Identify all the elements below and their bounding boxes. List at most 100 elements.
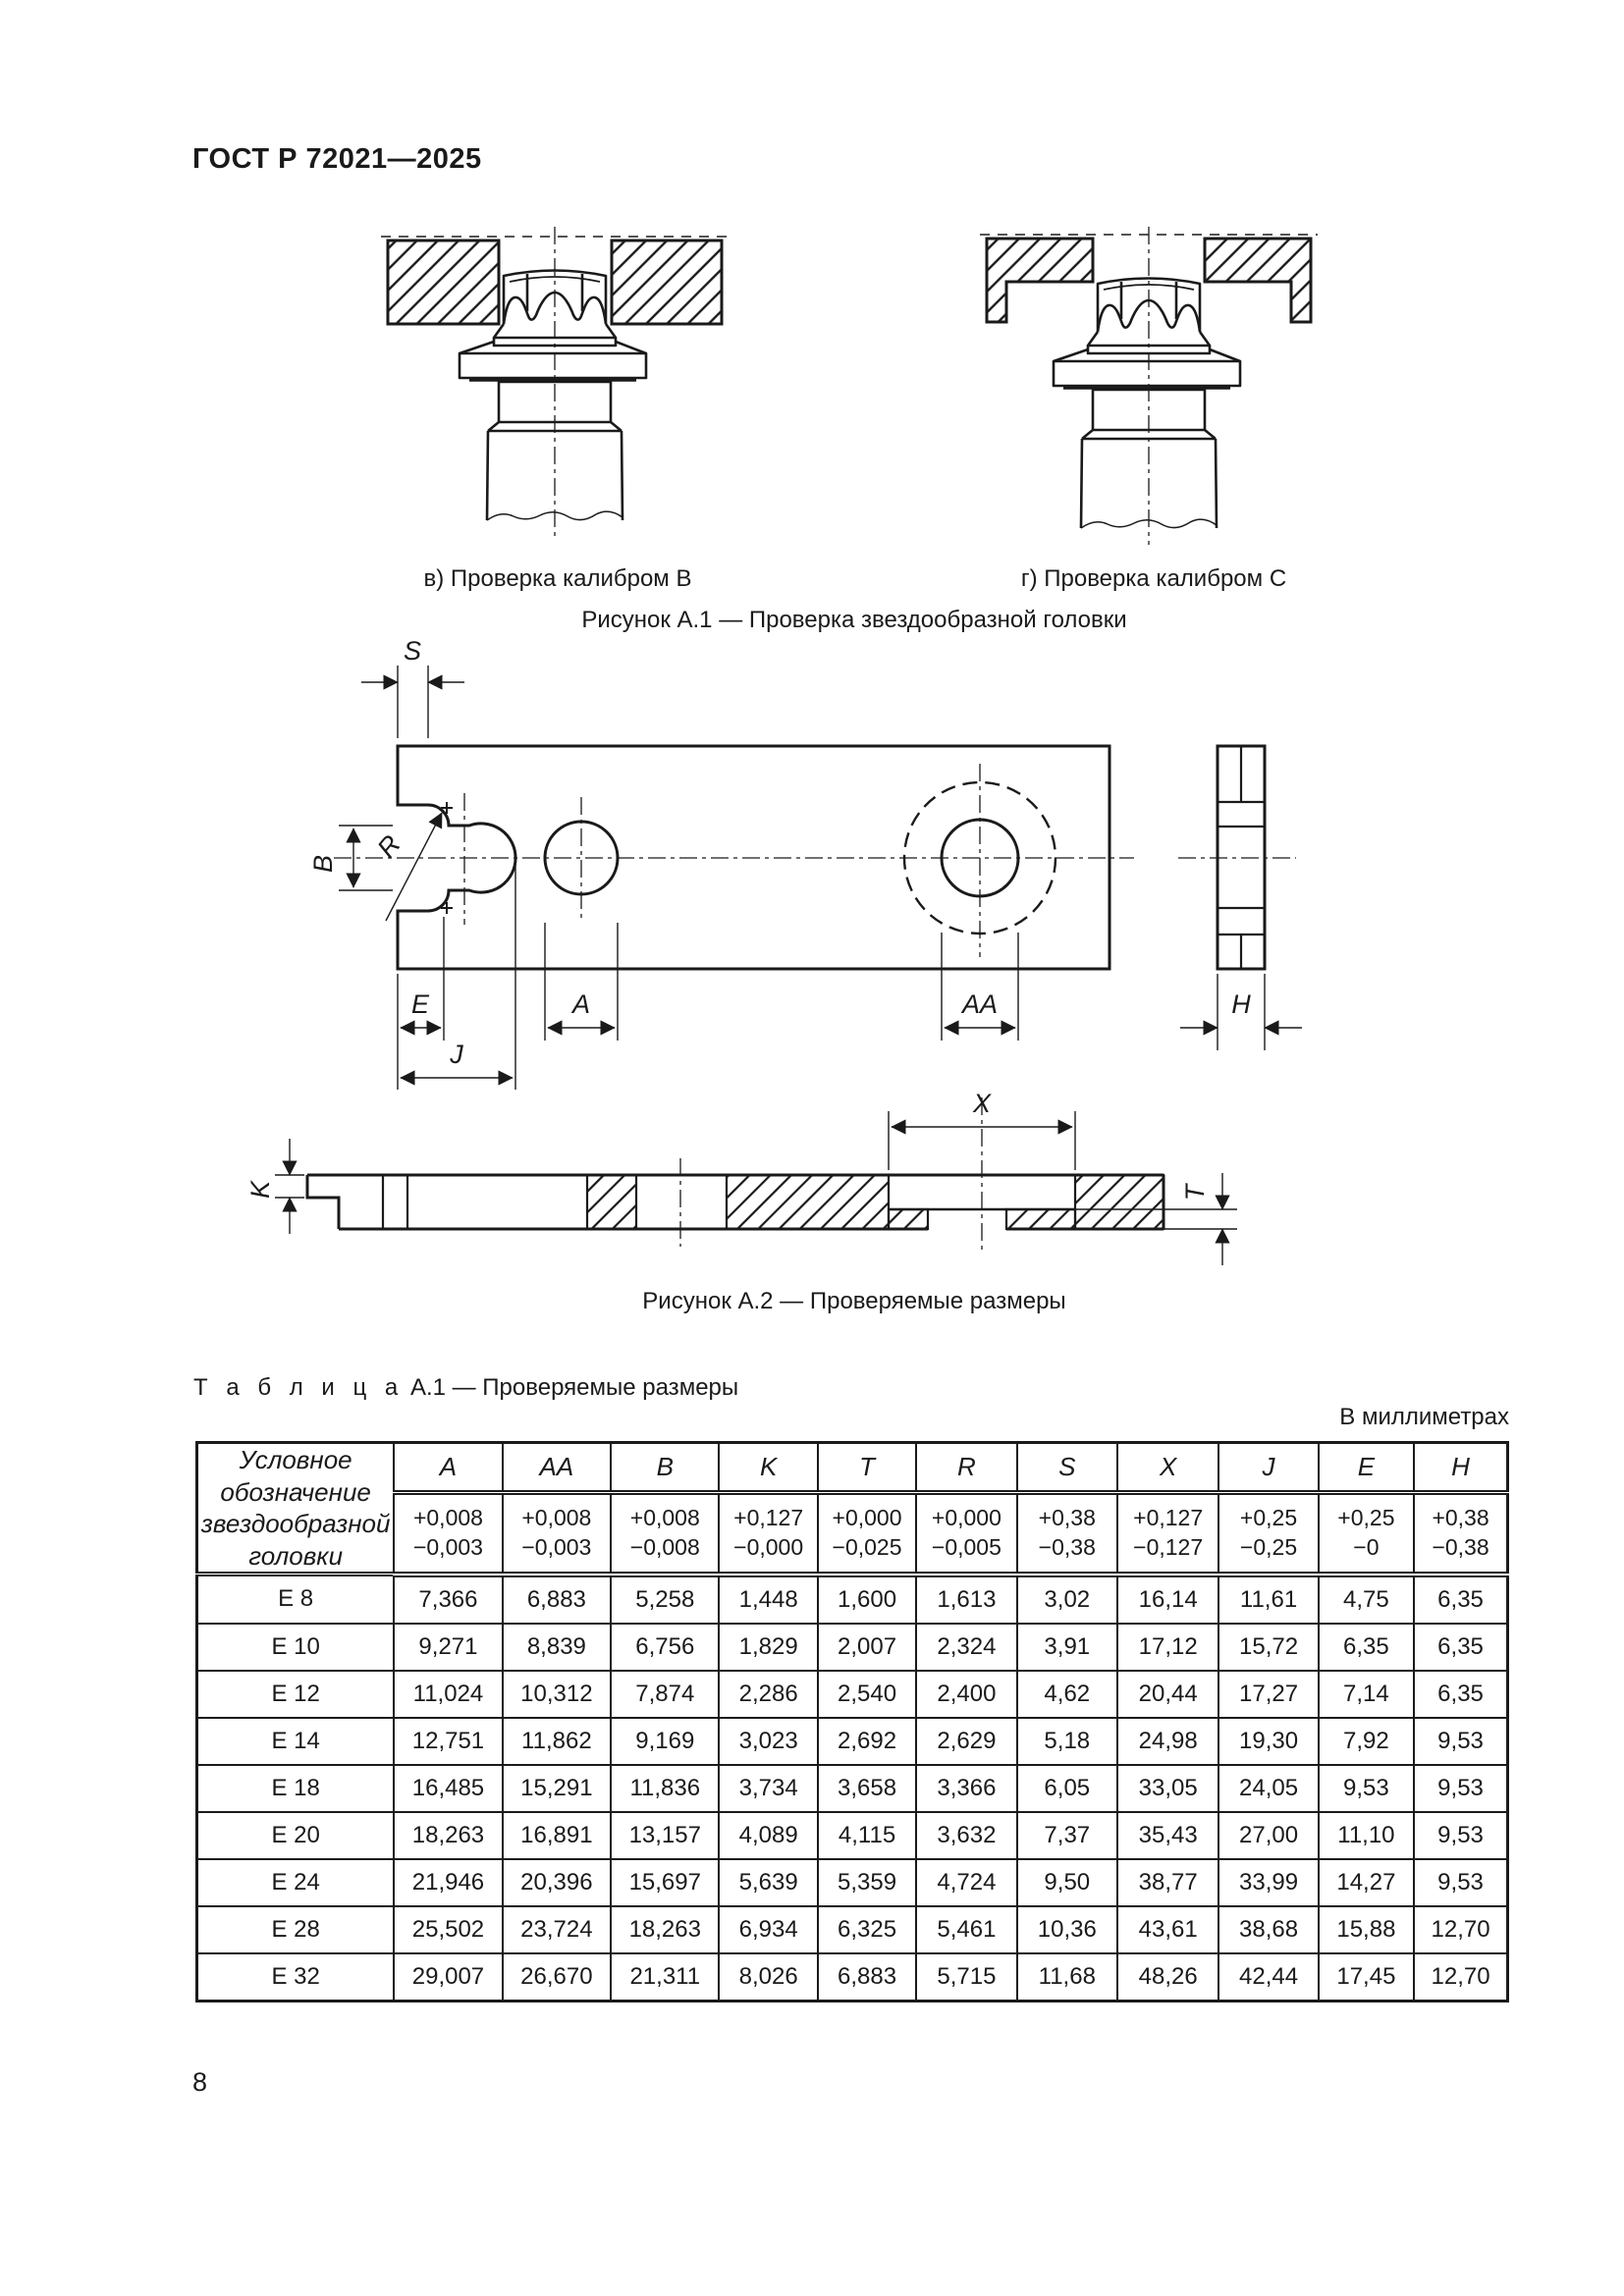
tolerance-minus: −0,025 — [832, 1533, 902, 1560]
value-cell: 1,600 — [816, 1573, 918, 1625]
value-cell: 15,88 — [1317, 1904, 1416, 1954]
stub-header-cell: Условное обозначение звездообразной голо… — [195, 1441, 396, 1576]
col-letter-cell: X — [1115, 1441, 1220, 1495]
tolerance-minus: −0,38 — [1038, 1533, 1096, 1560]
tolerance-plus: +0,008 — [629, 1504, 700, 1530]
col-letter-cell: AA — [501, 1441, 613, 1495]
value-cell: 7,14 — [1317, 1669, 1416, 1719]
page-number: 8 — [192, 2067, 208, 2097]
value-cell: 6,35 — [1317, 1622, 1416, 1672]
value-cell: 11,836 — [610, 1763, 721, 1813]
value-cell: 5,461 — [915, 1904, 1018, 1954]
col-letter-cell: T — [816, 1441, 918, 1495]
value-cell: 6,35 — [1413, 1573, 1509, 1625]
col-tolerance-cell: +0,000−0,005 — [915, 1491, 1018, 1577]
figure-a2-drawing: S B R E J A AA H X K T — [245, 636, 1302, 1265]
value-cell: 38,68 — [1218, 1904, 1320, 1954]
value-cell: 23,724 — [501, 1904, 613, 1954]
dim-label-a: A — [570, 989, 590, 1019]
value-cell: 5,359 — [816, 1857, 918, 1907]
value-cell: 6,35 — [1413, 1669, 1509, 1719]
col-tolerance-cell: +0,38 −0,38 — [1015, 1491, 1118, 1577]
row-designation: E 10 — [195, 1622, 396, 1672]
col-tolerance-cell: +0,008−0,003 — [501, 1491, 613, 1577]
value-cell: 4,724 — [915, 1857, 1018, 1907]
value-cell: 6,325 — [816, 1904, 918, 1954]
value-cell: 25,502 — [393, 1904, 504, 1954]
col-tolerance-cell: +0,008−0,003 — [393, 1491, 504, 1577]
value-cell: 2,007 — [816, 1622, 918, 1672]
value-cell: 9,169 — [610, 1716, 721, 1766]
caption-gauge-c: г) Проверка калибром С — [1020, 565, 1287, 592]
value-cell: 17,45 — [1317, 1951, 1416, 2002]
doc-header: ГОСТ Р 72021—2025 — [192, 143, 482, 175]
tolerance-minus: −0,008 — [629, 1533, 700, 1560]
col-tolerance-cell: +0,127 −0,000 — [718, 1491, 819, 1577]
col-tolerance-cell: +0,008 −0,008 — [610, 1491, 721, 1577]
value-cell: 14,27 — [1317, 1857, 1416, 1907]
value-cell: 7,874 — [610, 1669, 721, 1719]
value-cell: 2,400 — [915, 1669, 1018, 1719]
value-cell: 27,00 — [1218, 1810, 1320, 1860]
value-cell: 6,05 — [1015, 1763, 1118, 1813]
value-cell: 15,697 — [610, 1857, 721, 1907]
col-letter-cell: A — [393, 1441, 504, 1495]
value-cell: 4,115 — [816, 1810, 918, 1860]
value-cell: 3,02 — [1015, 1573, 1118, 1625]
col-letter-cell: E — [1317, 1441, 1416, 1495]
tolerance-plus: +0,008 — [521, 1504, 592, 1530]
value-cell: 3,91 — [1015, 1622, 1118, 1672]
value-cell: 33,05 — [1115, 1763, 1220, 1813]
value-cell: 4,089 — [718, 1810, 819, 1860]
value-cell: 6,883 — [501, 1573, 613, 1625]
row-designation: E 28 — [195, 1904, 396, 1954]
value-cell: 20,44 — [1115, 1669, 1220, 1719]
value-cell: 29,007 — [393, 1951, 504, 2002]
gauge-plate-section — [381, 236, 727, 326]
value-cell: 3,366 — [915, 1763, 1018, 1813]
value-cell: 8,839 — [501, 1622, 613, 1672]
tolerance-plus: +0,38 — [1038, 1504, 1096, 1530]
value-cell: 42,44 — [1218, 1951, 1320, 2002]
value-cell: 7,92 — [1317, 1716, 1416, 1766]
value-cell: 18,263 — [393, 1810, 504, 1860]
star-head-screw — [1052, 277, 1242, 529]
value-cell: 48,26 — [1115, 1951, 1220, 2002]
tolerance-plus: +0,127 — [733, 1504, 804, 1530]
value-cell: 12,70 — [1413, 1904, 1509, 1954]
col-letter-cell: B — [610, 1441, 721, 1495]
value-cell: 11,68 — [1015, 1951, 1118, 2002]
dim-label-t: T — [1180, 1182, 1210, 1201]
value-cell: 4,62 — [1015, 1669, 1118, 1719]
value-cell: 8,026 — [718, 1951, 819, 2002]
value-cell: 3,658 — [816, 1763, 918, 1813]
value-cell: 6,883 — [816, 1951, 918, 2002]
tolerance-minus: −0,25 — [1239, 1533, 1298, 1560]
value-cell: 11,024 — [393, 1669, 504, 1719]
value-cell: 11,862 — [501, 1716, 613, 1766]
tolerance-minus: −0,005 — [931, 1533, 1001, 1560]
letters-row: Условное обозначение звездообразной голо… — [195, 1441, 1509, 1576]
figure-a1-gauge-b-drawing — [381, 227, 727, 539]
tolerance-minus: −0 — [1353, 1533, 1380, 1560]
tolerance-minus: −0,000 — [733, 1533, 804, 1560]
figure-a1-caption: Рисунок А.1 — Проверка звездообразной го… — [581, 607, 1127, 633]
col-tolerance-cell: +0,25−0,25 — [1218, 1491, 1320, 1577]
tolerance-plus: +0,127 — [1133, 1504, 1204, 1530]
value-cell: 1,613 — [915, 1573, 1018, 1625]
col-tolerance-cell: +0,127−0,127 — [1115, 1491, 1220, 1577]
tolerance-plus: +0,25 — [1337, 1504, 1395, 1530]
figure-a1-gauge-c-drawing — [980, 227, 1318, 545]
value-cell: 17,27 — [1218, 1669, 1320, 1719]
value-cell: 35,43 — [1115, 1810, 1220, 1860]
row-designation: E 12 — [195, 1669, 396, 1719]
dim-label-k: K — [245, 1180, 275, 1199]
dim-table: Условное обозначение звездообразной голо… — [195, 1441, 1509, 2002]
value-cell: 3,734 — [718, 1763, 819, 1813]
